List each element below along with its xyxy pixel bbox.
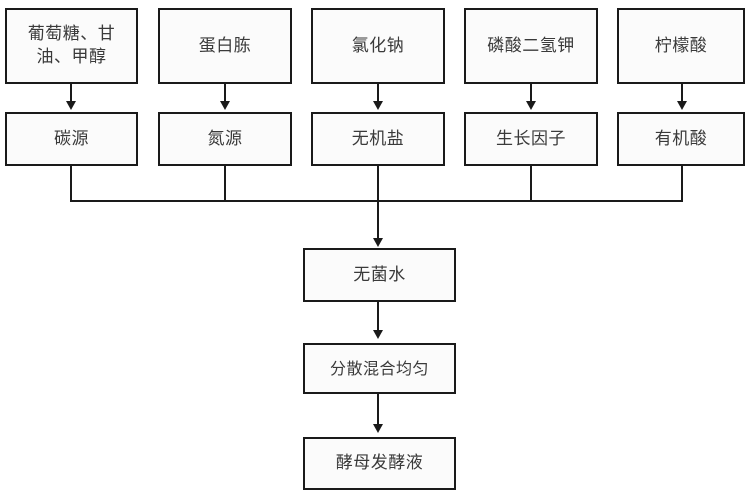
node-category-carbon-source[interactable]: 碳源 [5, 112, 138, 166]
connector-mixing-to-broth [377, 394, 379, 424]
arrowhead-sterile-water-to-mixing [373, 330, 383, 339]
connector-bus-to-sterile-water [377, 200, 379, 240]
connector-raw-2-to-category-2 [224, 84, 226, 104]
node-category-organic-acid[interactable]: 有机酸 [617, 112, 745, 166]
arrowhead-raw-1-to-category-1 [66, 101, 76, 110]
connector-category-5-stub [681, 166, 683, 202]
connector-raw-3-to-category-3 [377, 84, 379, 104]
node-category-growth-factor[interactable]: 生长因子 [464, 112, 598, 166]
node-raw-material-5[interactable]: 柠檬酸 [617, 8, 745, 84]
arrowhead-bus-to-sterile-water [373, 238, 383, 247]
arrowhead-mixing-to-broth [373, 424, 383, 433]
node-raw-material-2[interactable]: 蛋白胨 [158, 8, 292, 84]
node-process-disperse-and-mix[interactable]: 分散混合均匀 [303, 343, 456, 394]
node-raw-material-3[interactable]: 氯化钠 [311, 8, 445, 84]
connector-sterile-water-to-mixing [377, 302, 379, 330]
node-category-nitrogen-source[interactable]: 氮源 [158, 112, 292, 166]
connector-category-1-stub [70, 166, 72, 202]
arrowhead-raw-5-to-category-5 [677, 101, 687, 110]
connector-raw-4-to-category-4 [530, 84, 532, 104]
node-category-inorganic-salt[interactable]: 无机盐 [311, 112, 445, 166]
connector-category-3-stub [377, 166, 379, 202]
arrowhead-raw-3-to-category-3 [373, 101, 383, 110]
connector-category-2-stub [224, 166, 226, 202]
connector-merge-bus [70, 200, 683, 202]
connector-raw-1-to-category-1 [70, 84, 72, 104]
connector-category-4-stub [530, 166, 532, 202]
arrowhead-raw-4-to-category-4 [526, 101, 536, 110]
node-raw-material-4[interactable]: 磷酸二氢钾 [464, 8, 598, 84]
connector-raw-5-to-category-5 [681, 84, 683, 104]
node-process-yeast-fermentation-broth[interactable]: 酵母发酵液 [303, 437, 456, 490]
arrowhead-raw-2-to-category-2 [220, 101, 230, 110]
node-process-sterile-water[interactable]: 无菌水 [303, 248, 456, 302]
node-raw-material-1[interactable]: 葡萄糖、甘 油、甲醇 [5, 8, 138, 84]
